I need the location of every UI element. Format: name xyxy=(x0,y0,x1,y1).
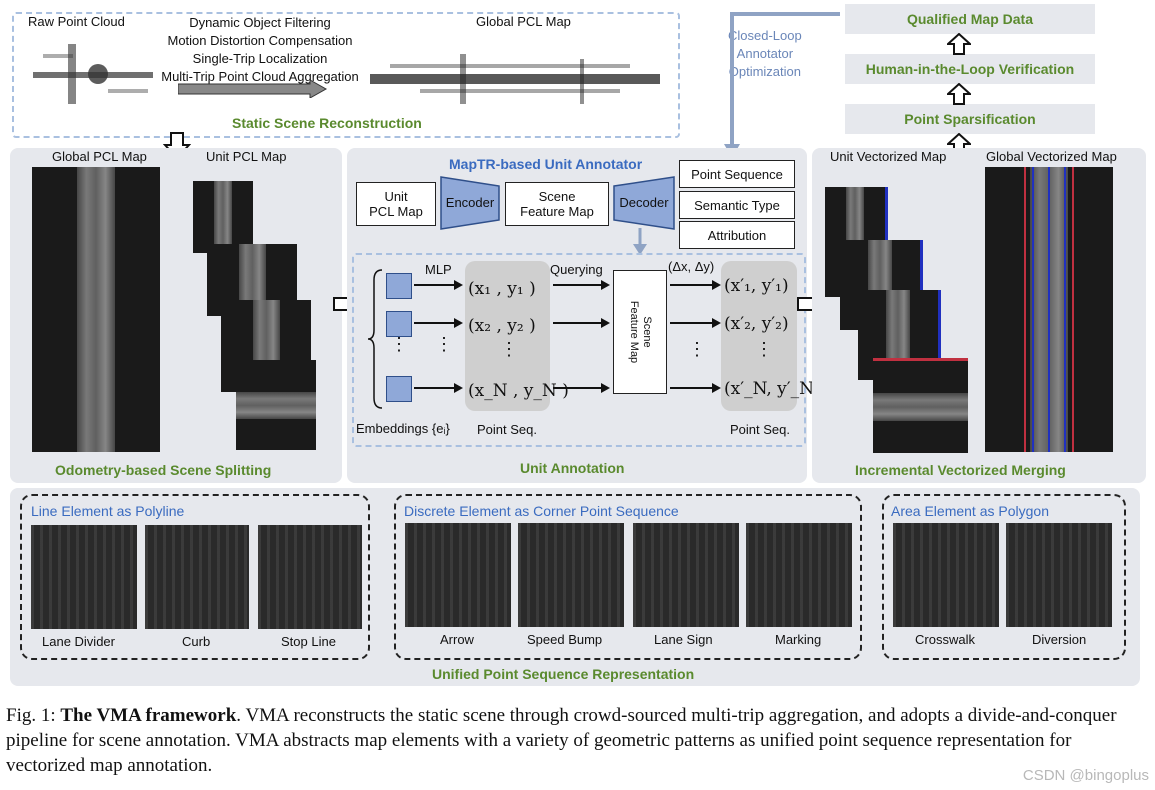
output-points-bg xyxy=(721,261,797,411)
lane-divider-image xyxy=(31,525,137,629)
watermark: CSDN @bingoplus xyxy=(1022,767,1149,784)
unit-vec-tile-4 xyxy=(873,358,968,453)
static-scene-frame xyxy=(12,12,680,138)
global-vectorized-image xyxy=(985,167,1113,452)
closed-loop-arrow xyxy=(724,12,840,158)
marking-label: Marking xyxy=(775,632,822,647)
curb-label: Curb xyxy=(182,634,211,649)
discrete-element-frame xyxy=(394,494,862,660)
semantic-type-output: Semantic Type xyxy=(679,191,795,219)
speed-bump-image xyxy=(518,523,624,627)
diversion-image xyxy=(1006,523,1112,627)
input-point-n: (x_N , y_N ) xyxy=(468,381,569,401)
unit-pcl-tile-4 xyxy=(236,360,316,450)
area-element-frame xyxy=(882,494,1126,660)
raw-point-cloud-image xyxy=(28,34,158,114)
step-3: Single-Trip Localization xyxy=(192,51,328,66)
query-arrows-in xyxy=(553,280,610,393)
discrete-element-title: Discrete Element as Corner Point Sequenc… xyxy=(404,503,679,519)
ellipsis: ⋮ xyxy=(688,339,706,359)
output-point-n: (x′_N, y′_N) xyxy=(724,379,821,399)
decoder-block xyxy=(613,176,675,230)
unit-vectorized-label: Unit Vectorized Map xyxy=(830,149,947,164)
embedding-square xyxy=(386,376,412,402)
mlp-label: MLP xyxy=(425,262,452,277)
static-scene-title: Static Scene Reconstruction xyxy=(232,115,422,131)
curb-image xyxy=(145,525,249,629)
annotator-title: MapTR-based Unit Annotator xyxy=(449,156,643,172)
line-element-frame xyxy=(20,494,370,660)
qualified-map-box: Qualified Map Data xyxy=(845,4,1095,34)
input-point-1: (x₁ , y₁ ) xyxy=(468,279,536,299)
merging-title: Incremental Vectorized Merging xyxy=(855,462,1066,478)
attribution-output: Attribution xyxy=(679,221,795,249)
preprocessing-steps: Dynamic Object Filtering Motion Distorti… xyxy=(160,14,360,86)
global-pcl-label: Global PCL Map xyxy=(52,149,147,164)
diversion-label: Diversion xyxy=(1032,632,1087,647)
input-point-2: (x₂ , y₂ ) xyxy=(468,316,536,336)
process-arrow xyxy=(178,80,328,98)
figure-caption: Fig. 1: The VMA framework. VMA reconstru… xyxy=(6,703,1146,778)
unit-pcl-label: Unit PCL Map xyxy=(206,149,287,164)
up-arrow-icon xyxy=(947,83,971,105)
embedding-square xyxy=(386,273,412,299)
ellipsis: ⋮ xyxy=(500,339,518,359)
delta-label: (Δx, Δy) xyxy=(668,259,715,274)
arrow-image xyxy=(405,523,511,627)
global-pcl-top-label: Global PCL Map xyxy=(476,14,571,29)
mlp-arrows xyxy=(414,280,463,393)
step-2: Motion Distortion Compensation xyxy=(167,33,353,48)
lane-sign-image xyxy=(633,523,739,627)
global-pcl-top-image xyxy=(360,34,670,114)
stop-line-label: Stop Line xyxy=(281,634,336,649)
embedding-square xyxy=(386,311,412,337)
embeddings-brace xyxy=(368,269,383,409)
global-vectorized-label: Global Vectorized Map xyxy=(986,149,1117,164)
step-1: Dynamic Object Filtering xyxy=(189,15,331,30)
query-arrows-out xyxy=(670,280,721,393)
point-sparsification-box: Point Sparsification xyxy=(845,104,1095,134)
up-arrow-icon xyxy=(947,33,971,55)
stop-line-image xyxy=(258,525,362,629)
ellipsis: ⋮ xyxy=(755,339,773,359)
human-verification-box: Human-in-the-Loop Verification xyxy=(845,54,1095,84)
unit-pcl-tile-1 xyxy=(193,181,253,253)
decoder-query-arrow xyxy=(633,228,647,255)
line-element-title: Line Element as Polyline xyxy=(31,503,185,519)
query-frame xyxy=(352,253,806,447)
encoder-block xyxy=(440,176,500,230)
crosswalk-image xyxy=(893,523,999,627)
marking-image xyxy=(746,523,852,627)
querying-label: Querying xyxy=(550,262,603,277)
decoder-label: Decoder xyxy=(619,195,669,210)
caption-prefix: Fig. 1: xyxy=(6,705,61,726)
crosswalk-label: Crosswalk xyxy=(915,632,975,647)
point-seq-left-label: Point Seq. xyxy=(477,422,537,437)
arrow-label: Arrow xyxy=(440,632,474,647)
raw-point-cloud-label: Raw Point Cloud xyxy=(28,14,125,29)
speed-bump-label: Speed Bump xyxy=(527,632,603,647)
point-sequence-output: Point Sequence xyxy=(679,160,795,188)
ellipsis: ⋮ xyxy=(390,334,408,354)
encoder-label: Encoder xyxy=(445,195,495,210)
embeddings-label: Embeddings {eᵢ} xyxy=(356,421,450,436)
step-4: Multi-Trip Point Cloud Aggregation xyxy=(161,69,359,84)
caption-bold: The VMA framework xyxy=(60,705,237,726)
area-element-title: Area Element as Polygon xyxy=(891,503,1049,519)
unified-title: Unified Point Sequence Representation xyxy=(432,666,695,682)
global-pcl-image xyxy=(32,167,160,452)
output-point-2: (x′₂, y′₂) xyxy=(724,314,789,334)
lane-sign-label: Lane Sign xyxy=(654,632,713,647)
unit-annotation-title: Unit Annotation xyxy=(520,460,625,476)
odometry-title: Odometry-based Scene Splitting xyxy=(55,462,272,478)
caption-text: . VMA reconstructs the static scene thro… xyxy=(6,705,1117,776)
point-seq-right-label: Point Seq. xyxy=(730,422,790,437)
lane-divider-label: Lane Divider xyxy=(42,634,115,649)
output-point-1: (x′₁, y′₁) xyxy=(724,276,789,296)
input-points-bg xyxy=(465,261,550,411)
